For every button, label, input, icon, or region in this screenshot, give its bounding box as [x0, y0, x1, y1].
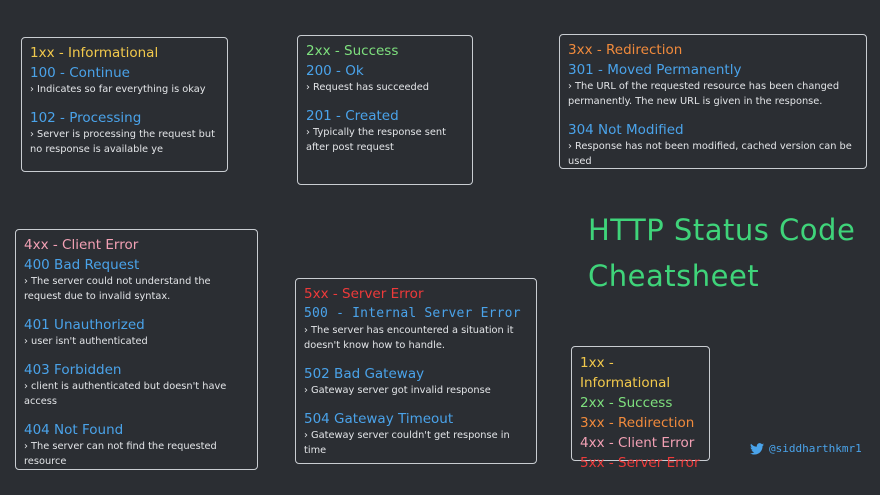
status-item: 404 Not Found › The server can not find … — [24, 421, 249, 469]
status-code: 301 - Moved Permanently — [568, 62, 742, 78]
status-code: 404 Not Found — [24, 422, 124, 438]
category-heading: 5xx - Server Error — [304, 286, 424, 302]
card-3xx-redirection: 3xx - Redirection 301 - Moved Permanentl… — [559, 34, 867, 169]
status-code: 504 Gateway Timeout — [304, 411, 454, 427]
status-description: › The server has encountered a situation… — [304, 325, 514, 351]
status-item: 102 - Processing › Server is processing … — [30, 109, 219, 157]
status-item: 100 - Continue › Indicates so far everyt… — [30, 64, 219, 97]
category-heading: 4xx - Client Error — [24, 237, 139, 253]
status-item: 301 - Moved Permanently › The URL of the… — [568, 61, 858, 109]
legend-card: 1xx - Informational 2xx - Success 3xx - … — [571, 346, 710, 471]
status-item: 304 Not Modified › Response has not been… — [568, 121, 858, 169]
status-item: 502 Bad Gateway › Gateway server got inv… — [304, 365, 528, 398]
status-description: › Typically the response sent after post… — [306, 127, 446, 153]
status-description: › user isn't authenticated — [24, 336, 148, 347]
status-description: › client is authenticated but doesn't ha… — [24, 381, 227, 407]
status-description: › The server could not understand the re… — [24, 276, 211, 302]
status-code: 502 Bad Gateway — [304, 366, 425, 382]
page-title: HTTP Status Code Cheatsheet — [588, 207, 855, 299]
status-code: 500 - Internal Server Error — [304, 306, 521, 321]
card-4xx-client-error: 4xx - Client Error 400 Bad Request › The… — [15, 229, 258, 470]
status-code: 403 Forbidden — [24, 362, 122, 378]
status-code: 200 - Ok — [306, 63, 364, 79]
category-heading: 1xx - Informational — [30, 45, 159, 61]
status-item: 201 - Created › Typically the response s… — [306, 107, 464, 155]
title-line-2: Cheatsheet — [588, 259, 760, 293]
status-description: › Response has not been modified, cached… — [568, 141, 852, 167]
status-item: 403 Forbidden › client is authenticated … — [24, 361, 249, 409]
status-description: › Server is processing the request but n… — [30, 129, 215, 155]
status-code: 201 - Created — [306, 108, 399, 124]
status-code: 100 - Continue — [30, 65, 130, 81]
status-item: 400 Bad Request › The server could not u… — [24, 256, 249, 304]
status-description: › Gateway server couldn't get response i… — [304, 430, 510, 456]
author-handle[interactable]: @siddharthkmr1 — [750, 441, 862, 457]
legend-item-1xx: 1xx - Informational — [580, 355, 671, 391]
status-item: 200 - Ok › Request has succeeded — [306, 62, 464, 95]
card-5xx-server-error: 5xx - Server Error 500 - Internal Server… — [295, 278, 537, 464]
category-heading: 2xx - Success — [306, 43, 399, 59]
card-2xx-success: 2xx - Success 200 - Ok › Request has suc… — [297, 35, 473, 185]
status-code: 102 - Processing — [30, 110, 142, 126]
legend-item-2xx: 2xx - Success — [580, 395, 673, 411]
status-code: 400 Bad Request — [24, 257, 140, 273]
status-item: 401 Unauthorized › user isn't authentica… — [24, 316, 249, 349]
status-item: 500 - Internal Server Error › The server… — [304, 305, 528, 353]
status-description: › The URL of the requested resource has … — [568, 81, 840, 107]
title-line-1: HTTP Status Code — [588, 213, 856, 247]
handle-text: @siddharthkmr1 — [769, 442, 862, 455]
legend-item-4xx: 4xx - Client Error — [580, 435, 695, 451]
status-description: › Indicates so far everything is okay — [30, 84, 206, 95]
status-code: 401 Unauthorized — [24, 317, 145, 333]
legend-item-5xx: 5xx - Server Error — [580, 455, 700, 471]
twitter-icon — [750, 443, 764, 455]
status-description: › Gateway server got invalid response — [304, 385, 491, 396]
status-code: 304 Not Modified — [568, 122, 684, 138]
status-description: › The server can not find the requested … — [24, 441, 217, 467]
status-item: 504 Gateway Timeout › Gateway server cou… — [304, 410, 528, 458]
legend-item-3xx: 3xx - Redirection — [580, 415, 695, 431]
status-description: › Request has succeeded — [306, 82, 429, 93]
category-heading: 3xx - Redirection — [568, 42, 683, 58]
card-1xx-informational: 1xx - Informational 100 - Continue › Ind… — [21, 37, 228, 172]
